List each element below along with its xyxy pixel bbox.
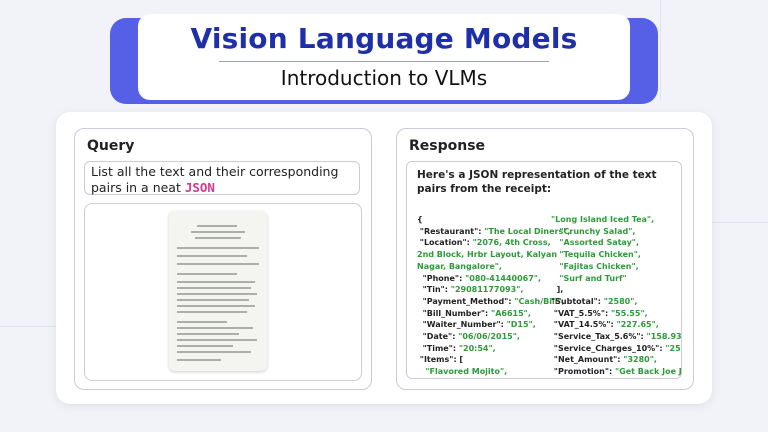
json-line: 2nd Block, Hrbr Layout, Kalyan <box>417 249 570 261</box>
json-value: "Assorted Satay", <box>559 238 640 248</box>
content-panel: Query List all the text and their corres… <box>56 112 712 404</box>
json-line: "Promotion": "Get Back Joe Joe" <box>551 366 682 378</box>
json-key: "Tin": <box>417 285 451 295</box>
json-value: "227.65", <box>616 320 659 330</box>
json-line: "Date": "06/06/2015", <box>417 331 570 343</box>
grid-line-right-v <box>660 0 661 100</box>
json-value: "The Local Diners", <box>484 226 571 236</box>
json-key: { <box>417 215 423 224</box>
response-section: Response Here's a JSON representation of… <box>396 128 694 390</box>
json-key: "Net_Amount": <box>551 355 624 365</box>
json-key: "Payment_Method": <box>417 296 515 306</box>
json-line: "Fajitas Chicken", <box>551 261 681 273</box>
json-line: "Assorted Satay", <box>551 237 681 249</box>
json-line: "Items": [ <box>417 354 570 366</box>
json-line: "Cucumber Mint", <box>417 378 570 379</box>
json-line: } <box>551 378 681 379</box>
json-key: "Phone": <box>417 273 466 283</box>
json-value: "Long Island Iced Tea", <box>551 215 655 224</box>
json-value: "29081177093", <box>450 285 524 295</box>
json-value: "55.55", <box>610 308 648 318</box>
json-value: "158.93", <box>646 332 682 342</box>
json-line: "Surf and Turf" <box>551 273 681 285</box>
json-value: "A6615", <box>491 308 531 318</box>
json-line: "Phone": "080-41440067", <box>417 273 570 285</box>
json-line: "Net_Amount": "3280", <box>551 354 681 366</box>
json-line: Nagar, Bangalore", <box>417 261 570 273</box>
query-highlight: JSON <box>184 180 215 195</box>
json-value: "2580", <box>603 296 638 306</box>
json-line: "Time": "20:54", <box>417 343 570 355</box>
json-key: "VAT_5.5%": <box>551 308 611 318</box>
json-key: "Time": <box>417 343 459 353</box>
json-key: "Location": <box>417 238 473 248</box>
page-title: Vision Language Models <box>190 22 578 55</box>
json-value: "3280", <box>623 355 657 365</box>
json-line: "Service_Charges_10%": "258", <box>551 343 681 355</box>
title-card: Vision Language Models Introduction to V… <box>138 14 630 100</box>
json-value: "Tequila Chicken", <box>559 250 641 260</box>
response-text-box: Here's a JSON representation of the text… <box>406 161 682 379</box>
json-key: "Promotion": <box>551 367 615 377</box>
json-value: "06/06/2015", <box>458 332 520 342</box>
json-value: "Get Back Joe Joe" <box>615 367 682 377</box>
json-key: "Items": [ <box>417 355 464 365</box>
query-section: Query List all the text and their corres… <box>74 128 372 390</box>
json-key: "Bill_Number": <box>417 308 492 318</box>
json-line: "Crunchy Salad", <box>551 226 681 238</box>
query-heading: Query <box>87 138 135 154</box>
json-line: ], <box>551 284 681 296</box>
json-value: "Flavored Mojito", <box>425 367 508 377</box>
json-line: "Long Island Iced Tea", <box>551 214 681 226</box>
json-line: "Payment_Method": "Cash/Bill", <box>417 296 570 308</box>
json-line: "VAT_5.5%": "55.55", <box>551 308 681 320</box>
json-line: "VAT_14.5%": "227.65", <box>551 319 681 331</box>
title-divider <box>219 61 549 62</box>
grid-line-right-h <box>712 222 768 223</box>
receipt-image-frame <box>84 203 362 381</box>
grid-line-left <box>0 326 60 327</box>
json-value: "080-41440067", <box>465 273 542 283</box>
json-key: "Subtotal": <box>551 296 604 306</box>
json-value: "Surf and Turf" <box>559 273 627 283</box>
json-value: "2076, 4th Cross, <box>472 238 551 248</box>
json-column-right: "Long Island Iced Tea", "Crunchy Salad",… <box>551 214 682 379</box>
json-line: "Bill_Number": "A6615", <box>417 308 570 320</box>
json-key: "VAT_14.5%": <box>551 320 617 330</box>
json-value: "Crunchy Salad", <box>559 226 636 236</box>
json-key: "Date": <box>417 332 459 342</box>
json-key: "Service_Tax_5.6%": <box>551 332 647 342</box>
query-text: List all the text and their correspondin… <box>91 164 339 195</box>
json-line: "Restaurant": "The Local Diners", <box>417 226 571 238</box>
json-line: "Tequila Chicken", <box>551 249 681 261</box>
json-value: "20:54", <box>458 343 496 353</box>
json-key: ], <box>551 285 564 295</box>
response-heading: Response <box>409 138 486 154</box>
json-value: "D15", <box>506 320 536 330</box>
json-line: "Waiter_Number": "D15", <box>417 319 570 331</box>
json-key: "Restaurant": <box>417 226 485 236</box>
json-value: "Fajitas Chicken", <box>559 261 639 271</box>
json-line: { <box>417 214 570 226</box>
json-line: "Subtotal": "2580", <box>551 296 681 308</box>
page-subtitle: Introduction to VLMs <box>280 66 488 90</box>
json-line: "Tin": "29081177093", <box>417 284 570 296</box>
json-value: 2nd Block, Hrbr Layout, Kalyan <box>417 250 558 260</box>
json-column-left: { "Restaurant": "The Local Diners", "Loc… <box>417 214 571 379</box>
receipt-image <box>169 211 267 371</box>
json-value: Nagar, Bangalore", <box>417 261 502 271</box>
json-value: "258", <box>665 343 681 353</box>
json-line: "Flavored Mojito", <box>417 366 570 378</box>
query-text-box: List all the text and their correspondin… <box>84 161 360 195</box>
json-value: "Cash/Bill", <box>514 296 565 306</box>
json-key: "Waiter_Number": <box>417 320 507 330</box>
json-line: "Service_Tax_5.6%": "158.93", <box>551 331 682 343</box>
json-key: "Service_Charges_10%": <box>551 343 666 353</box>
json-line: "Location": "2076, 4th Cross, <box>417 237 570 249</box>
response-intro: Here's a JSON representation of the text… <box>417 169 657 195</box>
